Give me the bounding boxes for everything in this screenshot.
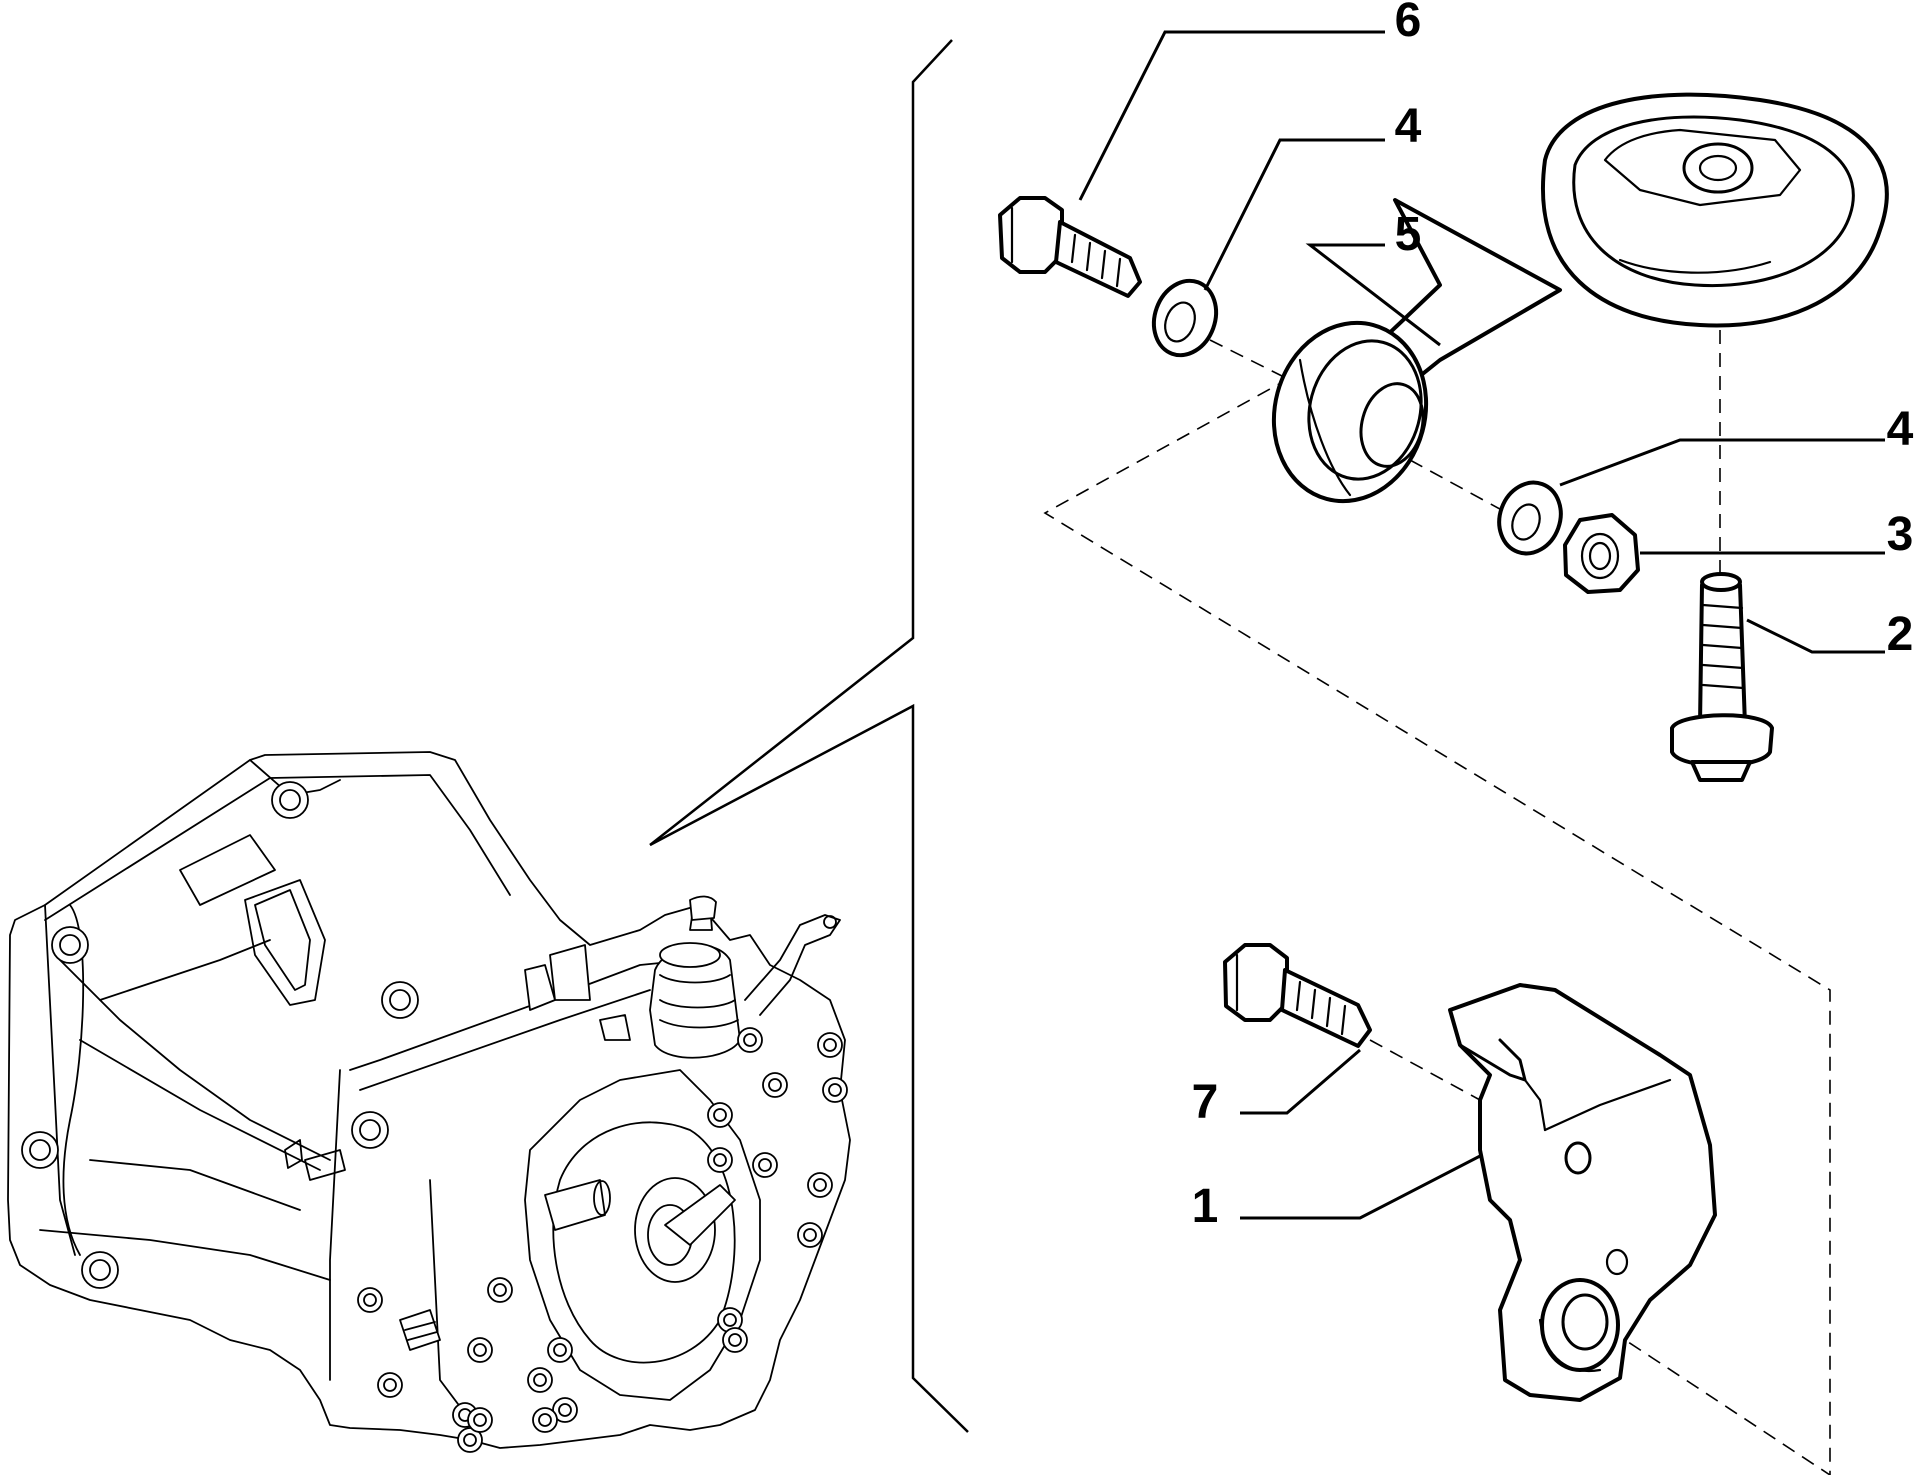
callout-label-7: 7 <box>1192 1076 1219 1129</box>
callout-label-3: 3 <box>1887 508 1914 561</box>
nut-part-3 <box>1563 513 1640 594</box>
bolt-part-7 <box>1223 943 1372 1048</box>
washer-part-4-right <box>1497 480 1563 556</box>
bolt-part-6 <box>998 196 1142 298</box>
callout-label-5: 5 <box>1395 208 1422 261</box>
callout-label-1: 1 <box>1192 1180 1219 1233</box>
callout-label-2: 2 <box>1887 608 1914 661</box>
leader-lines <box>1078 30 1885 1220</box>
callout-labels: 6 4 5 4 3 2 7 1 <box>1192 0 1914 1233</box>
torque-rod-part-5 <box>1271 92 1889 504</box>
group-bracket <box>649 39 969 1433</box>
callout-label-4-top: 4 <box>1395 100 1422 153</box>
bolt-part-2 <box>1670 572 1774 782</box>
gearbox-assembly <box>7 751 851 1453</box>
assembly-dashed-lines <box>1043 330 1831 1475</box>
callout-label-4-right: 4 <box>1887 403 1914 456</box>
callout-label-6: 6 <box>1395 0 1422 47</box>
bracket-part-1 <box>1448 983 1717 1402</box>
washer-part-4-top <box>1151 278 1219 358</box>
